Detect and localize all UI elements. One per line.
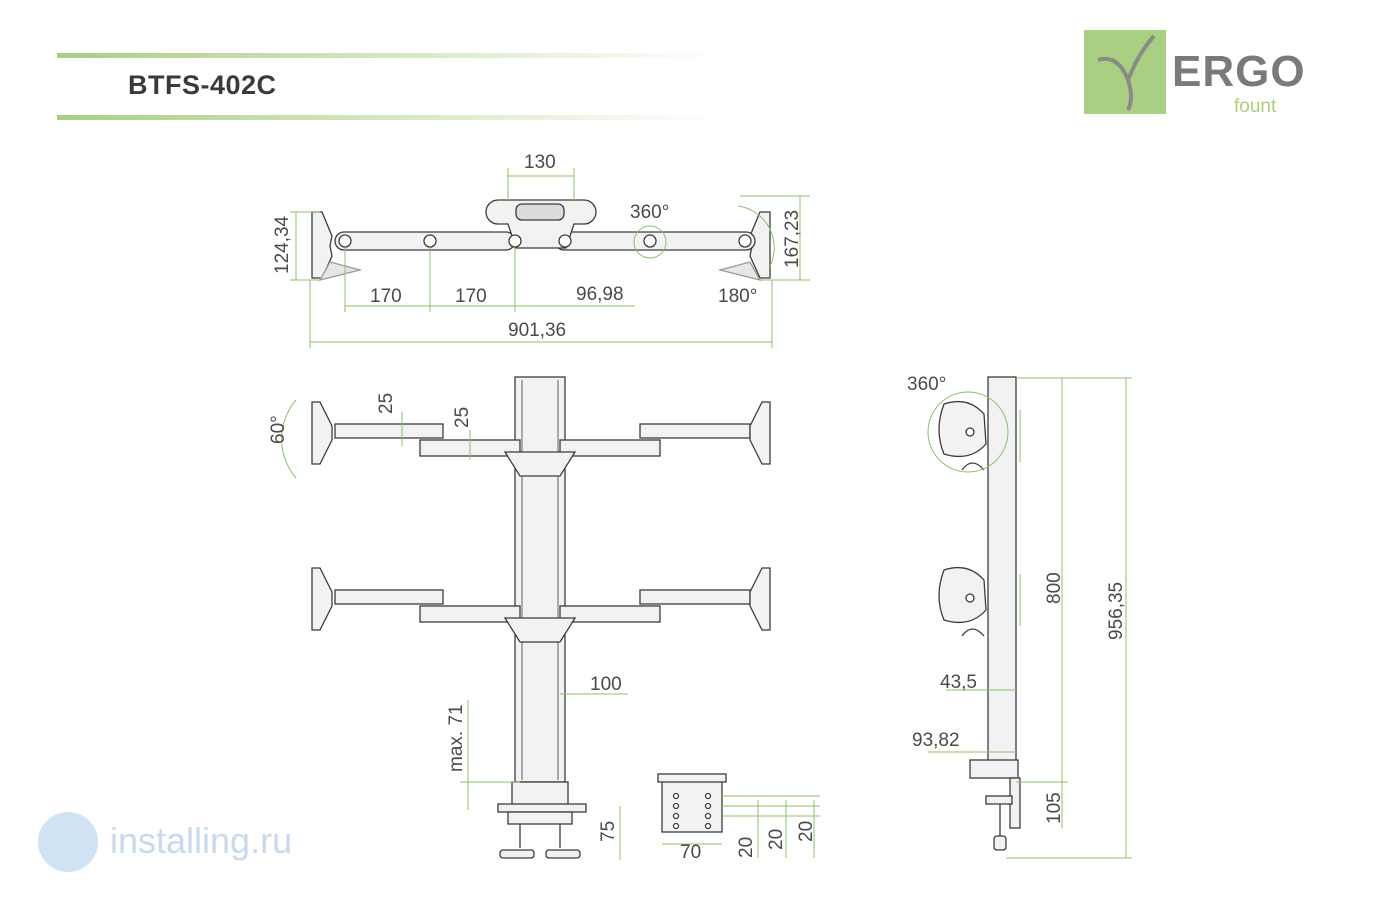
ergofount-logo: ERGO fount [1084,30,1305,130]
side-clamp [969,759,1019,779]
lower-right-monitor-plate [749,567,771,631]
dim-43: 43,5 [940,672,977,693]
clamp-knob-right [545,849,581,859]
plate-view-dimensions [662,795,820,858]
clamp-knob-left [499,849,535,859]
watermark-text: installing.ru [110,820,293,861]
dim-96: 96,98 [576,284,624,305]
upper-left-monitor-plate [311,401,333,465]
watermark: installing.ru [20,806,316,878]
dim-75: 75 [598,821,619,842]
dim-180: 180° [718,286,757,307]
upper-right-arm [639,423,751,439]
dim-60: 60° [268,415,289,444]
upper-right-monitor-plate [749,401,771,465]
dim-20-b: 20 [766,829,787,850]
top-view [311,199,771,281]
dim-70: 70 [680,842,701,863]
plate-view [657,773,727,833]
lower-left-arm [334,589,444,605]
plate-view-labels: 70 20 20 20 [680,821,817,863]
dim-20-c: 20 [796,821,817,842]
dim-124: 124,34 [272,215,293,274]
header-line-top [57,53,717,58]
watermark-icon [38,812,98,872]
dim-170-a: 170 [370,286,402,307]
dim-max-71: max. 71 [446,704,467,772]
upper-right-crossbar [559,439,661,457]
lower-left-crossbar [419,605,521,623]
upper-left-arm [334,423,444,439]
model-title: BTFS-402C [128,70,277,100]
dim-20-a: 20 [736,837,757,858]
dim-800: 800 [1044,572,1065,604]
front-view-dimensions [281,399,628,860]
left-vesa-plate [311,211,333,279]
clamp-top [511,781,569,807]
lower-right-crossbar [559,605,661,623]
lower-left-monitor-plate [311,567,333,631]
dim-100: 100 [590,674,622,695]
lower-bracket [503,617,577,643]
dim-25-b: 25 [452,407,473,428]
header-line-bottom [57,115,717,120]
clamp-plate [497,803,587,813]
dim-105: 105 [1044,792,1065,824]
lower-right-arm [639,589,751,605]
top-view-dimensions [290,168,810,348]
clamp-plate-detail [661,777,723,833]
side-clamp-knob [993,835,1007,851]
dim-360-top: 360° [630,202,669,223]
front-view-labels: 60° 25 25 100 max. 71 75 [268,393,622,842]
side-lower-vesa [938,566,987,624]
dim-25-a: 25 [376,393,397,414]
front-view [311,376,771,859]
side-pole [987,376,1017,778]
pole [514,376,566,783]
logo-sub: fount [1234,96,1277,117]
dim-170-b: 170 [455,286,487,307]
top-view-labels: 130 360° 124,34 167,23 170 170 96,98 180… [272,152,803,341]
dim-360-side: 360° [907,374,946,395]
upper-bracket [503,451,577,477]
dim-167: 167,23 [782,210,803,268]
side-view-labels: 360° 800 956,35 43,5 93,82 105 [907,374,1127,824]
dim-130: 130 [524,152,556,173]
side-view [938,376,1021,851]
right-vesa-plate [749,211,771,279]
logo-brand: ERGO [1172,47,1306,96]
side-upper-vesa [938,400,987,458]
dim-956: 956,35 [1106,582,1127,640]
dim-901: 901,36 [508,320,566,341]
dim-93: 93,82 [912,730,960,751]
side-view-dimensions [927,377,1132,859]
logo-mark [1084,30,1166,114]
